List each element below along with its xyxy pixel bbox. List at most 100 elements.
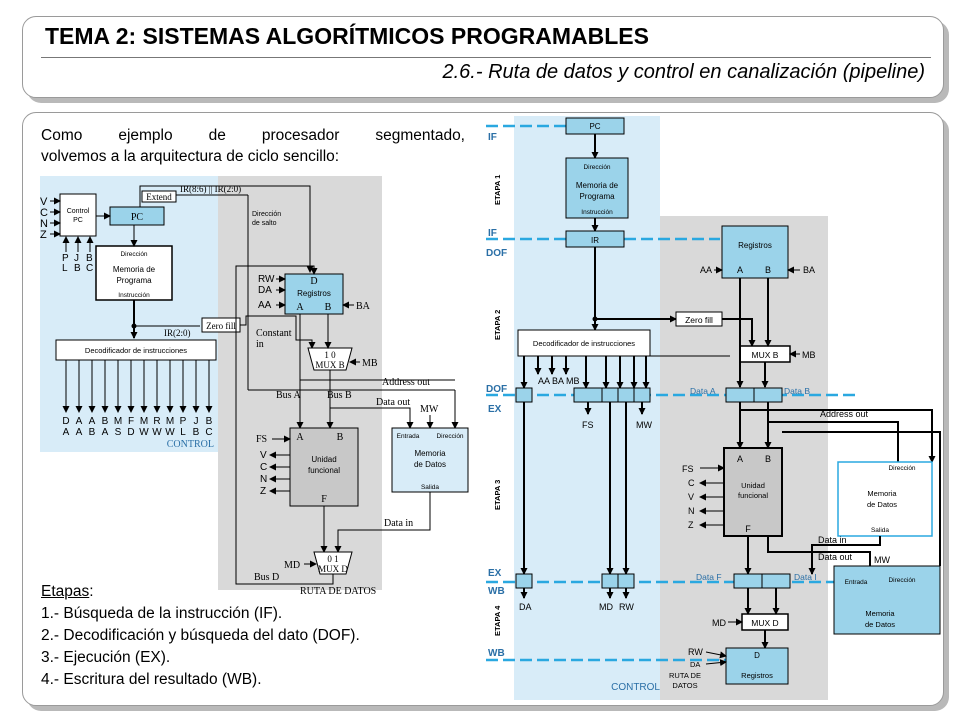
- zero-fill-right-label: Zero fill: [685, 315, 713, 325]
- pc-in-p: P: [62, 253, 69, 264]
- flag-c: C: [40, 207, 48, 219]
- fu-flag-c: C: [260, 462, 267, 473]
- pm-left-1: Memoria de: [113, 265, 156, 274]
- md-right-2: MD: [712, 618, 726, 628]
- fu-right-n: N: [688, 506, 695, 516]
- ctrl-top-11: B: [206, 416, 213, 427]
- ir-right-label: IR: [591, 236, 599, 245]
- fu-right-a: A: [737, 454, 743, 464]
- dof-ex-registers: [515, 387, 783, 403]
- mw-left: MW: [420, 404, 439, 415]
- registers-right: [721, 225, 789, 279]
- pipeline-diagram: IF IF DOF DOF EX EX WB WB ETAPA 1 ETAPA …: [486, 116, 941, 700]
- ctrl-top-4: M: [114, 416, 122, 427]
- data-i-label: Data I: [794, 572, 817, 582]
- extend-box: [141, 190, 177, 203]
- title-divider: [41, 57, 931, 58]
- ctrl-top-7: R: [153, 416, 160, 427]
- ctrl-bot-10: B: [193, 427, 200, 438]
- dm-left-dir: Dirección: [436, 433, 463, 440]
- dm-left-salida: Salida: [421, 484, 439, 491]
- ctrl-bot-11: C: [205, 427, 212, 438]
- program-memory-left: [95, 245, 173, 301]
- flag-n: N: [40, 218, 48, 230]
- ctrl-bot-9: L: [180, 427, 186, 438]
- fu-left-fs: FS: [256, 434, 267, 445]
- ctrl-top-0: D: [62, 416, 69, 427]
- ctrl-bot-8: W: [165, 427, 175, 438]
- fu-left-2: funcional: [308, 466, 340, 475]
- ctrl-bot-0: A: [63, 427, 70, 438]
- stages-heading: Etapas:: [41, 581, 360, 603]
- ctrl-top-1: A: [76, 416, 83, 427]
- ctrl-bot-4: S: [115, 427, 122, 438]
- ctrl-top-9: P: [180, 416, 187, 427]
- dm-left-entrada: Entrada: [397, 433, 420, 440]
- intro-line-2: volvemos a la arquitectura de ciclo senc…: [41, 148, 340, 165]
- da-right-2: DA: [690, 660, 700, 669]
- fu-left-f: F: [321, 494, 327, 505]
- dm-right-2: de Datos: [867, 500, 897, 509]
- data-memory-right-2: [833, 565, 941, 635]
- ctrl-top-10: J: [194, 416, 199, 427]
- program-memory-right: [565, 157, 629, 219]
- fu-right-c: C: [688, 478, 695, 488]
- pc-in-b2: B: [74, 263, 81, 274]
- title-panel: TEMA 2: SISTEMAS ALGORÍTMICOS PROGRAMABL…: [22, 16, 944, 98]
- reg-right-ba: BA: [803, 265, 815, 275]
- stages-heading-colon: :: [89, 583, 94, 600]
- mux-d-right-label: MUX D: [751, 618, 778, 628]
- fu-left-1: Unidad: [311, 455, 336, 464]
- ctrl-bot-6: W: [139, 427, 149, 438]
- pm-left-dir: Dirección: [120, 251, 147, 258]
- ctrl-bot-7: W: [152, 427, 162, 438]
- flag-v: V: [40, 196, 48, 208]
- stage-if-1: IF: [488, 132, 497, 143]
- ctrl-bot-2: B: [89, 427, 96, 438]
- control-left-label: CONTROL: [167, 439, 214, 450]
- bus-b-label: Bus B: [327, 390, 352, 401]
- rw-right-2: RW: [688, 647, 703, 657]
- mw-right-2: MW: [874, 555, 890, 565]
- registers-left: [284, 273, 344, 315]
- pc-control-inputs: P J B L B C: [62, 253, 93, 274]
- control-pc-label: Control: [67, 208, 90, 215]
- decoder-right-outputs: [520, 356, 650, 389]
- reg2-d: D: [754, 651, 760, 660]
- fu-left-flags: V C N Z: [260, 450, 267, 497]
- etapa-1: ETAPA 1: [493, 175, 502, 205]
- fu-right-fs: FS: [682, 464, 694, 474]
- stage-item-4: 4.- Escritura del resultado (WB).: [41, 671, 262, 688]
- ctrl-right-labels: AA BA MB: [538, 376, 580, 386]
- data-in-right: Data in: [818, 535, 847, 545]
- fu-right-flags: FS C V N Z: [682, 464, 695, 530]
- stage-if-2: IF: [488, 228, 497, 239]
- mux-d-left: [313, 551, 353, 575]
- da-right: DA: [519, 602, 532, 612]
- data-memory-right: [837, 461, 933, 537]
- wb-lines: [520, 588, 780, 615]
- ctrl-bot-1: A: [76, 427, 83, 438]
- ctrl-bot-5: D: [127, 427, 134, 438]
- stage-item-2: 2.- Decodificación y búsqueda del dato (…: [41, 627, 360, 644]
- bus-a-label: Bus A: [276, 390, 302, 401]
- reg-left-label: Registros: [297, 289, 331, 298]
- constant-in-1: Constant: [256, 328, 292, 339]
- mux-d-left-label: MUX D: [318, 564, 348, 574]
- mux-d-left-md: MD: [284, 560, 300, 571]
- decoder-left: [55, 339, 217, 361]
- pm-right-instr: Instrucción: [581, 209, 613, 216]
- data-b-label: Data B: [784, 386, 810, 396]
- reg-in-da: DA: [258, 285, 272, 296]
- stages-list: Etapas: 1.- Búsqueda de la instrucción (…: [41, 581, 360, 691]
- stage-ex-1: EX: [488, 404, 502, 415]
- pc-in-l: L: [62, 263, 68, 274]
- mux-b-left-label: MUX B: [315, 360, 344, 370]
- data-f-label: Data F: [696, 572, 722, 582]
- mux-b-right-label: MUX B: [752, 350, 779, 360]
- fs-right: FS: [582, 420, 594, 430]
- pc-in-c: C: [86, 263, 93, 274]
- ruta-right-2: DATOS: [672, 681, 697, 690]
- pc-label: PC: [131, 212, 144, 223]
